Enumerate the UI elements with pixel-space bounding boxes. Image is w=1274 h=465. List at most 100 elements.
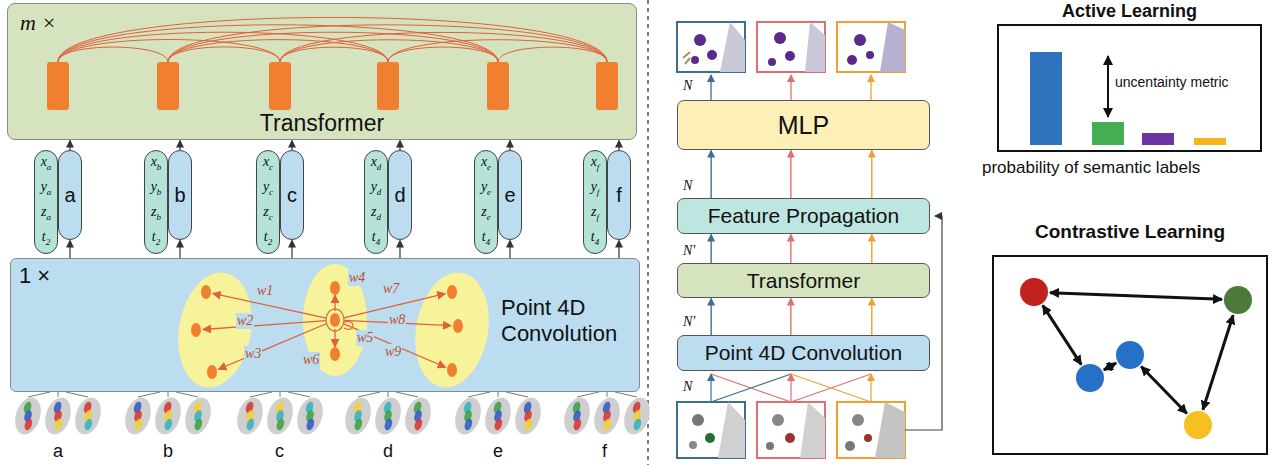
process-label: Point 4D Convolution (705, 341, 902, 365)
attention-arc (388, 40, 607, 62)
point-cluster (413, 418, 423, 432)
weight-label: w3 (244, 346, 262, 362)
point-cluster (275, 418, 285, 432)
point-cloud (451, 394, 486, 438)
coordinate: za (41, 202, 51, 227)
flow-arrow (180, 141, 181, 151)
coordinate: ya (41, 177, 52, 202)
point-count: N (683, 379, 692, 395)
coordinate: xe (481, 152, 491, 177)
input-line (288, 392, 310, 397)
point-cloud (511, 394, 546, 438)
input-line (280, 392, 281, 397)
attention-arc (280, 40, 498, 62)
coordinate: xc (263, 152, 273, 177)
point-cloud (233, 394, 268, 438)
frame-label: f (602, 441, 607, 462)
point-cloud (293, 394, 328, 438)
token-box: c (280, 150, 304, 240)
point-cluster (602, 418, 612, 432)
point-cluster (163, 418, 173, 432)
flow-arrow (510, 141, 511, 151)
point (330, 313, 340, 327)
point-cluster (305, 418, 315, 432)
flow-arrow (400, 241, 401, 259)
coordinate: t2 (264, 227, 272, 252)
point-count: N (683, 178, 692, 194)
chart-panel: Active Learninguncentainty metric (997, 24, 1262, 152)
coordinate: t4 (372, 227, 380, 252)
convolution-block: 1 × Point 4D Convolution (10, 258, 640, 392)
point (447, 285, 457, 299)
flow-arrow (292, 141, 293, 151)
weight-label: w1 (256, 283, 274, 299)
token-box: b (168, 150, 192, 240)
flow-line (179, 141, 180, 151)
token-label: e (504, 184, 515, 207)
process-box: MLP (677, 100, 930, 150)
flow-line (710, 299, 711, 336)
frame-label: a (53, 441, 63, 462)
flow-arrow (400, 141, 401, 151)
token-label: d (394, 184, 405, 207)
token-box: a (58, 150, 82, 240)
coordinate: ze (481, 202, 490, 227)
point-cluster (23, 418, 33, 432)
self-loop (326, 309, 344, 331)
repeat-count: 1 × (19, 263, 50, 289)
coordinate: xf (591, 152, 600, 177)
panel-title: Contrastive Learning (974, 221, 1274, 243)
point-cloud (121, 394, 156, 438)
self-arrow (344, 321, 353, 329)
flow-line (710, 151, 711, 199)
flow-line (291, 141, 292, 151)
attention-arc (498, 47, 607, 62)
token-box: d (388, 150, 412, 240)
weight-label: w5 (356, 330, 374, 346)
point-cluster (53, 418, 63, 432)
weight-label: w2 (236, 313, 254, 329)
flow-line (399, 241, 400, 259)
token-feature (47, 62, 69, 110)
point-cloud (181, 394, 216, 438)
process-box: Feature Propagation (677, 198, 930, 234)
pair-arrow (1043, 305, 1082, 364)
input-line (138, 392, 160, 397)
flow-line (790, 151, 791, 199)
attention-arc (58, 47, 168, 62)
token-feature (269, 62, 291, 110)
coordinate: t2 (42, 227, 50, 252)
weight-arrow (203, 321, 326, 330)
transformer-block: m ×Transformer (7, 3, 637, 140)
point-cloud (341, 394, 376, 438)
coordinate: xa (41, 152, 52, 177)
point-cloud (481, 394, 516, 438)
coordinate: t2 (152, 227, 160, 252)
point (330, 347, 340, 361)
flow-arrow (70, 141, 71, 151)
input-line (615, 392, 637, 397)
token-box: f (607, 150, 631, 240)
attention-arc (58, 40, 280, 62)
point-count: N' (683, 243, 695, 259)
coordinate: t4 (482, 227, 490, 252)
attention-arc (58, 17, 607, 62)
flow-line (790, 235, 791, 264)
process-label: Feature Propagation (708, 204, 899, 228)
token-label: c (287, 184, 297, 207)
flow-arrow (510, 241, 511, 259)
token-label: f (616, 184, 622, 207)
flow-arrow (70, 241, 71, 259)
point (447, 363, 457, 377)
axis-caption: probability of semantic labels (982, 158, 1200, 178)
point-cluster (193, 418, 203, 432)
coordinate-box: xcyczct2 (256, 150, 280, 254)
flow-line (179, 241, 180, 259)
point-count: N (683, 78, 692, 94)
block-title: Point 4D Convolution (501, 295, 636, 348)
weight-arrow (334, 295, 335, 311)
flow-line (710, 235, 711, 264)
input-line (176, 392, 198, 397)
token-feature (487, 62, 509, 110)
point-cluster (383, 418, 393, 432)
